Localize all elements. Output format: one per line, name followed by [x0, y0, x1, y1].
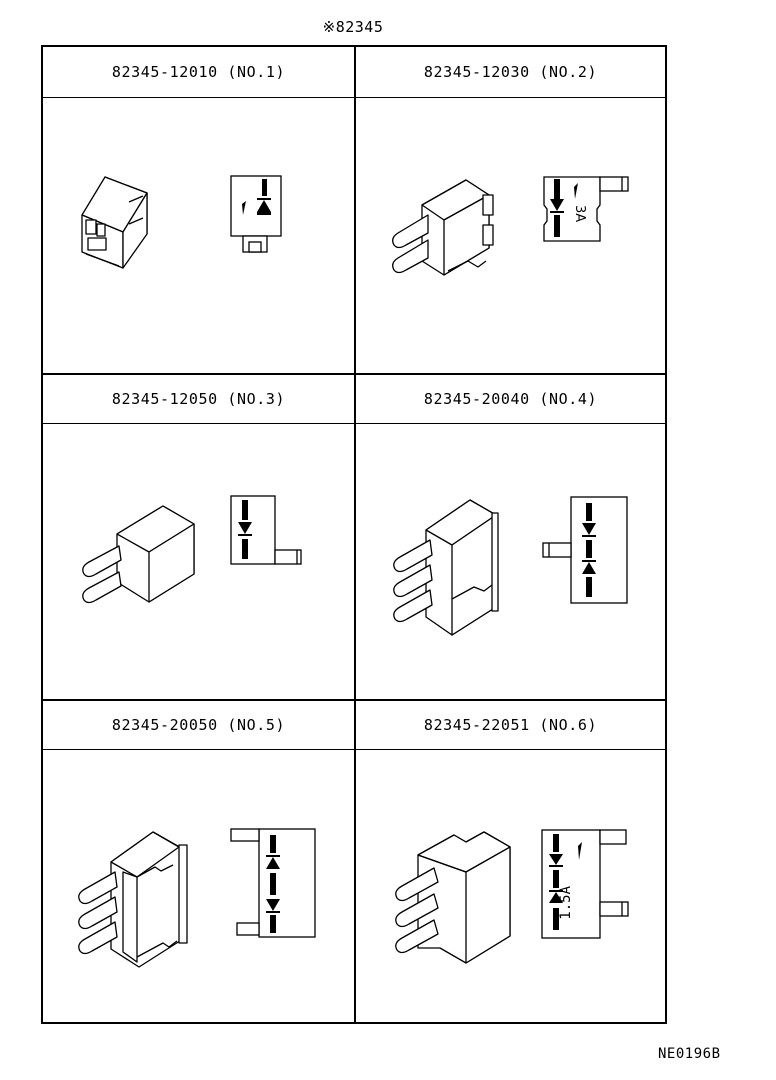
- row-divider-2: [43, 699, 665, 701]
- diode-icon: [549, 854, 563, 865]
- connector-drawing-2: [392, 179, 494, 276]
- page-title: ※82345: [322, 18, 384, 36]
- connector-drawing-1: [81, 176, 148, 269]
- parts-table: 82345-12010 (NO.1) 82345-12030 (NO.2) 82…: [41, 45, 667, 1024]
- diode-label-4: [542, 496, 628, 604]
- diode-label-6: 1.5A: [541, 829, 629, 939]
- polarity-mark-icon: [574, 183, 578, 199]
- connector-drawing-6: [395, 831, 511, 964]
- diode-icon: [550, 199, 564, 211]
- diode-icon: [266, 899, 280, 911]
- diode-label-3: [230, 495, 302, 565]
- connector-drawing-4: [393, 499, 499, 636]
- polarity-mark-icon: [242, 201, 246, 215]
- resistor-icon: [262, 179, 267, 196]
- resistor-icon: [554, 179, 560, 199]
- resistor-icon: [270, 873, 276, 895]
- part-header-5: 82345-20050 (NO.5): [43, 701, 354, 750]
- diode-icon: [238, 522, 252, 534]
- connector-drawing-5: [78, 831, 188, 968]
- polarity-mark-icon: [578, 842, 582, 860]
- figure-code: NE0196B: [658, 1046, 721, 1062]
- resistor-icon: [270, 835, 276, 853]
- diode-icon: [582, 523, 596, 535]
- diode-icon: [266, 857, 280, 869]
- part-header-3: 82345-12050 (NO.3): [43, 375, 354, 424]
- center-divider: [354, 47, 356, 1022]
- part-header-6: 82345-22051 (NO.6): [356, 701, 665, 750]
- part-header-1: 82345-12010 (NO.1): [43, 47, 354, 98]
- resistor-icon: [242, 500, 248, 520]
- current-rating: 3A: [572, 205, 587, 222]
- diode-icon: [549, 892, 563, 903]
- part-header-4: 82345-20040 (NO.4): [356, 375, 665, 424]
- part-header-2: 82345-12030 (NO.2): [356, 47, 665, 98]
- diode-label-1: [230, 175, 282, 253]
- current-rating: 1.5A: [558, 885, 574, 919]
- diode-icon: [257, 200, 271, 212]
- diode-icon: [582, 562, 596, 574]
- resistor-icon: [586, 503, 592, 521]
- resistor-icon: [553, 834, 559, 852]
- connector-drawing-3: [82, 505, 195, 604]
- diode-label-2: 3A: [543, 176, 629, 242]
- row-divider-1: [43, 373, 665, 375]
- diode-label-5: [230, 828, 316, 938]
